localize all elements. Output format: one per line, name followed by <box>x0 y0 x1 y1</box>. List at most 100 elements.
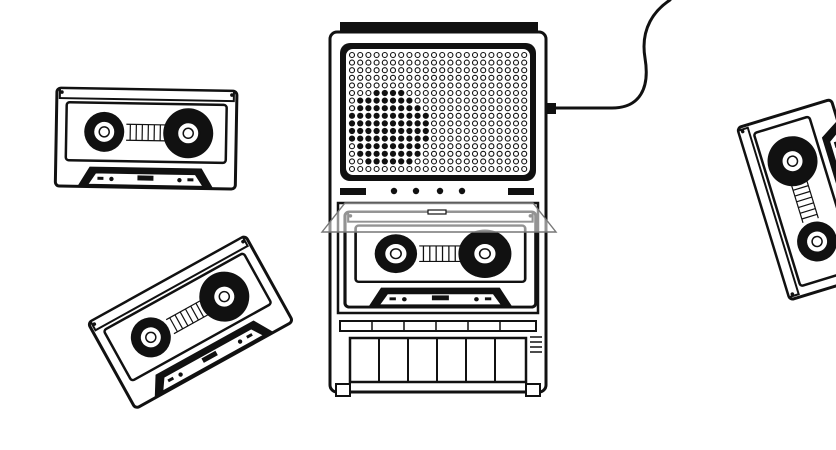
speaker-hole <box>414 51 421 59</box>
speaker-hole <box>471 74 479 81</box>
speaker-hole <box>496 143 503 150</box>
speaker-hole <box>414 135 421 142</box>
speaker-hole <box>389 135 397 142</box>
speaker-hole <box>357 165 364 173</box>
speaker-hole <box>471 51 479 59</box>
speaker-hole <box>398 67 405 74</box>
speaker-hole <box>406 135 413 142</box>
speaker-hole <box>521 74 528 81</box>
speaker-hole <box>422 150 429 157</box>
speaker-hole <box>447 143 454 150</box>
speaker-hole <box>373 112 380 119</box>
speaker-hole <box>504 158 511 165</box>
speaker-hole <box>455 158 462 165</box>
speaker-hole <box>455 120 462 127</box>
speaker-hole <box>488 82 495 89</box>
speaker-hole <box>430 150 438 157</box>
speaker-hole <box>414 97 421 104</box>
speaker-hole <box>496 67 503 74</box>
speaker-hole <box>455 135 462 142</box>
speaker-hole <box>381 74 388 81</box>
speaker-hole <box>357 89 364 97</box>
speaker-hole <box>365 158 372 165</box>
speaker-hole <box>398 135 405 142</box>
speaker-hole <box>463 158 470 165</box>
speaker-hole <box>463 165 470 173</box>
transport-keys <box>339 320 537 332</box>
speaker-hole <box>471 112 479 119</box>
speaker-hole <box>463 112 470 119</box>
speaker-hole <box>512 135 520 142</box>
speaker-hole <box>496 51 503 59</box>
speaker-hole <box>406 67 413 74</box>
speaker-hole <box>455 165 462 173</box>
speaker-hole <box>398 89 405 97</box>
speaker-hole <box>430 105 438 112</box>
speaker-hole <box>430 82 438 89</box>
speaker-hole <box>480 150 487 157</box>
speaker-hole <box>455 150 462 157</box>
speaker-hole <box>389 82 397 89</box>
speaker-hole <box>422 165 429 173</box>
cassette-door-open <box>320 202 558 233</box>
speaker-hole <box>504 120 511 127</box>
top-buttons <box>390 187 466 195</box>
speaker-hole <box>414 59 421 66</box>
speaker-hole <box>389 67 397 74</box>
speaker-hole <box>504 89 511 97</box>
speaker-hole <box>381 97 388 104</box>
speaker-hole <box>496 112 503 119</box>
speaker-hole <box>447 120 454 127</box>
speaker-hole <box>455 105 462 112</box>
speaker-hole <box>381 158 388 165</box>
speaker-hole <box>512 150 520 157</box>
speaker-hole <box>439 97 446 104</box>
speaker-hole <box>357 51 364 59</box>
speaker-hole <box>348 127 356 135</box>
speaker-hole <box>488 59 495 66</box>
speaker-hole <box>348 112 356 119</box>
cassette-recorder-player <box>320 22 558 397</box>
speaker-hole <box>406 74 413 81</box>
speaker-hole <box>521 112 528 119</box>
speaker-hole <box>480 143 487 150</box>
speaker-hole <box>406 143 413 150</box>
speaker-hole <box>406 89 413 97</box>
speaker-hole <box>512 59 520 66</box>
speaker-hole <box>381 82 388 89</box>
speaker-hole <box>422 89 429 97</box>
speaker-hole <box>504 127 511 135</box>
speaker-hole <box>373 51 380 59</box>
speaker-hole <box>496 135 503 142</box>
speaker-hole <box>512 74 520 81</box>
speaker-hole <box>422 105 429 112</box>
recorder-foot-right <box>525 383 541 397</box>
recorder-foot-left <box>335 383 351 397</box>
speaker-hole <box>488 112 495 119</box>
speaker-hole <box>406 120 413 127</box>
speaker-hole <box>357 158 364 165</box>
speaker-hole <box>373 82 380 89</box>
speaker-hole <box>496 89 503 97</box>
speaker-hole <box>488 105 495 112</box>
speaker-hole <box>463 67 470 74</box>
speaker-hole <box>348 158 356 165</box>
speaker-hole <box>389 74 397 81</box>
speaker-hole <box>447 165 454 173</box>
speaker-hole <box>430 74 438 81</box>
speaker-hole <box>512 97 520 104</box>
speaker-hole <box>414 105 421 112</box>
speaker-hole <box>406 97 413 104</box>
speaker-hole <box>398 82 405 89</box>
speaker-hole <box>348 150 356 157</box>
speaker-hole <box>348 74 356 81</box>
speaker-hole <box>406 150 413 157</box>
speaker-hole <box>348 51 356 59</box>
speaker-hole <box>480 135 487 142</box>
speaker-hole <box>521 67 528 74</box>
speaker-hole <box>414 158 421 165</box>
speaker-hole <box>463 74 470 81</box>
speaker-hole <box>398 59 405 66</box>
speaker-hole <box>447 59 454 66</box>
speaker-hole <box>381 89 388 97</box>
